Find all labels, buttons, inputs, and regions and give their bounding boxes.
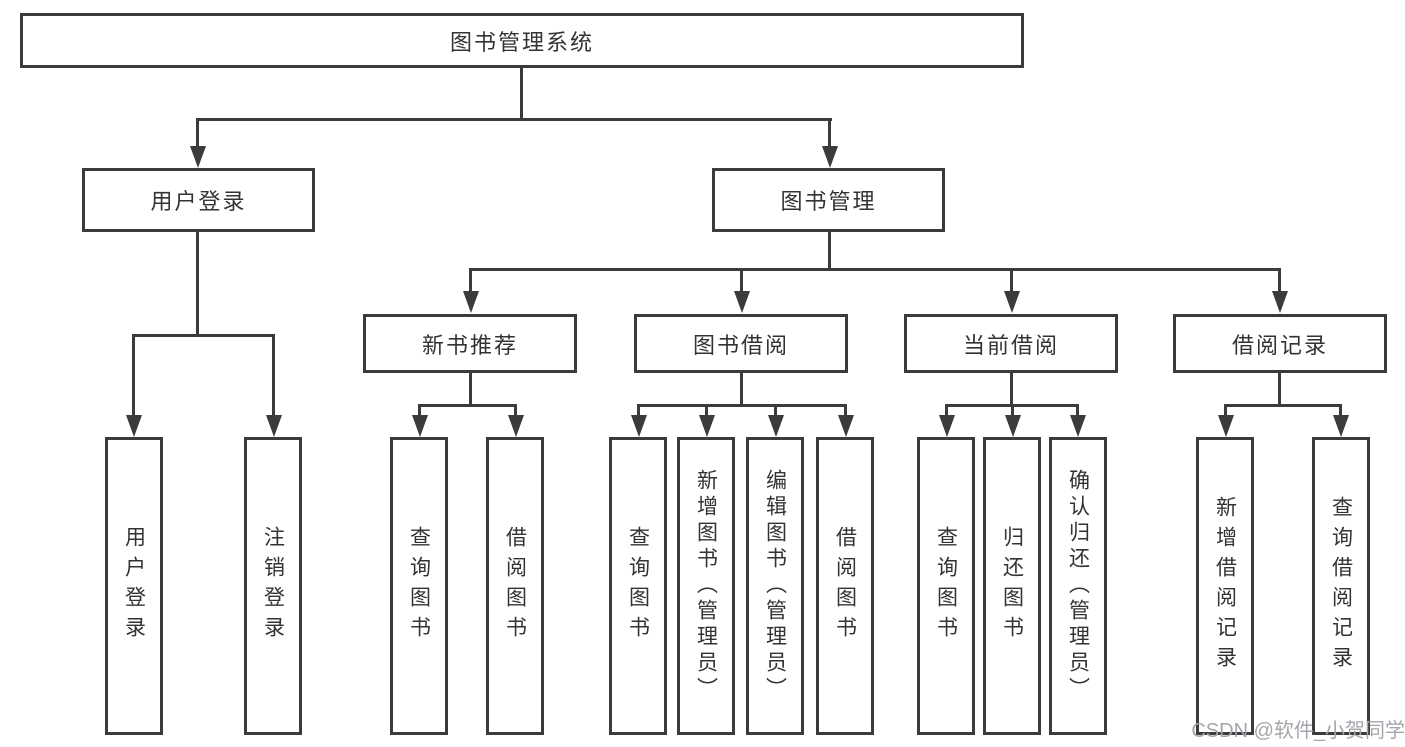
leaf-borrow-books-1-label: 借阅图书	[503, 526, 527, 646]
leaf-confirm-return-admin: 确认归还（管理员）	[1049, 437, 1107, 735]
leaf-query-books-3: 查询图书	[917, 437, 975, 735]
node-book-borrowing: 图书借阅	[634, 314, 848, 373]
connector-line	[774, 404, 777, 417]
connector-line	[196, 232, 199, 336]
leaf-user-login: 用户登录	[105, 437, 163, 735]
leaf-logout: 注销登录	[244, 437, 302, 735]
leaf-add-books-admin: 新增图书（管理员）	[677, 437, 735, 735]
arrowhead-icon	[1218, 415, 1234, 437]
leaf-add-books-admin-label: 新增图书（管理员）	[694, 469, 718, 703]
connector-line	[1224, 404, 1227, 417]
node-current-borrowing: 当前借阅	[904, 314, 1118, 373]
connector-line	[1224, 404, 1341, 407]
leaf-return-books: 归还图书	[983, 437, 1041, 735]
leaf-query-books-1: 查询图书	[390, 437, 448, 735]
connector-line	[740, 372, 743, 406]
leaf-borrow-books-1: 借阅图书	[486, 437, 544, 735]
connector-line	[1010, 268, 1013, 293]
arrowhead-icon	[412, 415, 428, 437]
connector-line	[637, 404, 640, 417]
leaf-edit-books-admin: 编辑图书（管理员）	[746, 437, 804, 735]
node-new-book-recommend-label: 新书推荐	[421, 332, 518, 358]
leaf-add-borrow-record-label: 新增借阅记录	[1213, 496, 1237, 676]
arrowhead-icon	[631, 415, 647, 437]
connector-line	[1278, 372, 1281, 406]
arrowhead-icon	[838, 415, 854, 437]
connector-line	[196, 118, 832, 121]
node-root: 图书管理系统	[20, 13, 1024, 68]
arrowhead-icon	[699, 415, 715, 437]
leaf-borrow-books-2: 借阅图书	[816, 437, 874, 735]
leaf-query-books-2: 查询图书	[609, 437, 667, 735]
leaf-query-borrow-record: 查询借阅记录	[1312, 437, 1370, 735]
arrowhead-icon	[734, 291, 750, 313]
connector-line	[740, 268, 743, 293]
connector-line	[828, 118, 831, 148]
leaf-return-books-label: 归还图书	[1000, 526, 1024, 646]
connector-line	[520, 68, 523, 120]
connector-line	[272, 334, 275, 417]
leaf-edit-books-admin-label: 编辑图书（管理员）	[763, 469, 787, 703]
leaf-query-borrow-record-label: 查询借阅记录	[1329, 496, 1353, 676]
node-borrow-records: 借阅记录	[1173, 314, 1387, 373]
arrowhead-icon	[822, 146, 838, 168]
connector-line	[637, 404, 846, 407]
connector-line	[705, 404, 708, 417]
watermark: CSDN @软件_小贺同学	[1191, 720, 1405, 742]
connector-line	[132, 334, 135, 417]
connector-line	[1278, 268, 1281, 293]
connector-line	[844, 404, 847, 417]
connector-line	[1010, 372, 1013, 406]
arrowhead-icon	[126, 415, 142, 437]
node-user-login: 用户登录	[82, 168, 315, 232]
node-user-login-label: 用户登录	[150, 189, 247, 214]
leaf-user-login-label: 用户登录	[122, 526, 146, 646]
node-borrow-records-label: 借阅记录	[1231, 332, 1328, 358]
connector-line	[196, 118, 199, 148]
arrowhead-icon	[463, 291, 479, 313]
connector-line	[828, 232, 831, 271]
arrowhead-icon	[266, 415, 282, 437]
connector-line	[132, 334, 275, 337]
connector-line	[469, 372, 472, 406]
connector-line	[469, 268, 472, 293]
node-book-management-label: 图书管理	[780, 189, 877, 214]
node-current-borrowing-label: 当前借阅	[962, 332, 1059, 358]
connector-line	[1076, 404, 1079, 417]
node-book-management: 图书管理	[712, 168, 945, 232]
leaf-query-books-2-label: 查询图书	[626, 526, 650, 646]
arrowhead-icon	[768, 415, 784, 437]
connector-line	[514, 404, 517, 417]
connector-line	[1011, 404, 1014, 417]
leaf-borrow-books-2-label: 借阅图书	[833, 526, 857, 646]
leaf-add-borrow-record: 新增借阅记录	[1196, 437, 1254, 735]
leaf-logout-label: 注销登录	[261, 526, 285, 646]
arrowhead-icon	[1272, 291, 1288, 313]
leaf-confirm-return-admin-label: 确认归还（管理员）	[1066, 469, 1090, 703]
node-new-book-recommend: 新书推荐	[363, 314, 577, 373]
arrowhead-icon	[1070, 415, 1086, 437]
connector-line	[418, 404, 516, 407]
arrowhead-icon	[939, 415, 955, 437]
leaf-query-books-1-label: 查询图书	[407, 526, 431, 646]
connector-line	[418, 404, 421, 417]
arrowhead-icon	[1333, 415, 1349, 437]
arrowhead-icon	[1004, 291, 1020, 313]
arrowhead-icon	[1005, 415, 1021, 437]
arrowhead-icon	[508, 415, 524, 437]
arrowhead-icon	[190, 146, 206, 168]
connector-line	[945, 404, 948, 417]
node-book-borrowing-label: 图书借阅	[692, 332, 789, 358]
connector-line	[1339, 404, 1342, 417]
node-root-label: 图书管理系统	[449, 29, 594, 55]
leaf-query-books-3-label: 查询图书	[934, 526, 958, 646]
connector-line	[469, 268, 1281, 271]
